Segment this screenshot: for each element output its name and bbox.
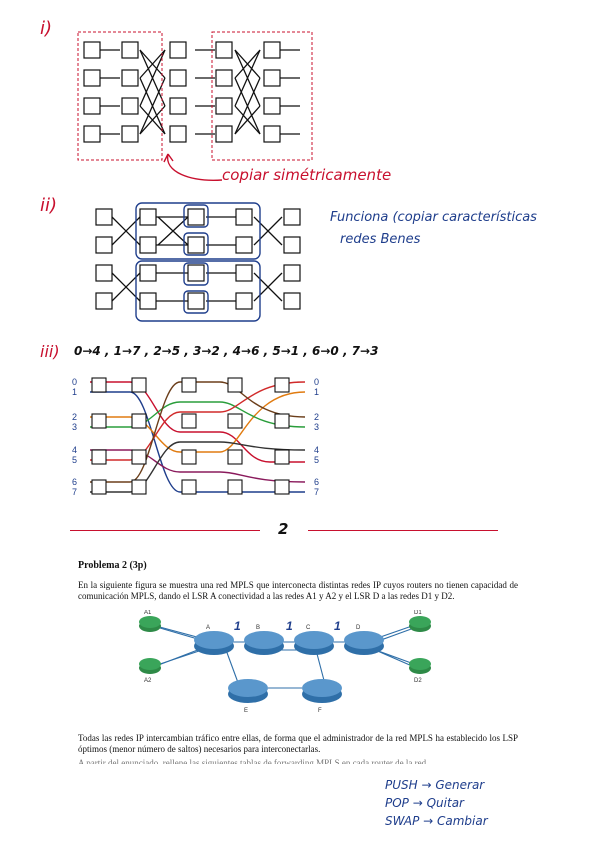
separator-right — [308, 530, 498, 531]
right-label-2: 2 — [314, 412, 319, 422]
legend-push: PUSH → Generar — [385, 778, 485, 792]
left-label-0: 0 — [72, 377, 77, 387]
ip-d1 — [409, 616, 431, 632]
benes-diagram-i — [77, 31, 313, 161]
routing-diagram-iii: 0 1 2 3 4 5 6 7 0 1 2 3 4 5 6 7 — [72, 377, 319, 497]
works-note-2: redes Benes — [340, 232, 421, 247]
ip-a2 — [139, 658, 161, 674]
router-f — [302, 679, 342, 703]
router-e — [228, 679, 268, 703]
node-label-c: C — [306, 625, 311, 631]
permutation-mapping: 0→4 , 1→7 , 2→5 , 3→2 , 4→6 , 5→1 , 6→0 … — [74, 344, 379, 358]
right-label-4: 4 — [314, 445, 319, 455]
right-label-1: 1 — [314, 387, 319, 397]
node-label-d1: D1 — [414, 610, 422, 616]
left-label-1: 1 — [72, 387, 77, 397]
node-label-a2: A2 — [144, 678, 152, 684]
router-c — [294, 631, 334, 655]
router-b — [244, 631, 284, 655]
right-label-5: 5 — [314, 455, 319, 465]
label-i: i) — [40, 18, 53, 39]
node-label-d: D — [356, 625, 361, 631]
label-ii: ii) — [40, 195, 58, 216]
problem-body: Todas las redes IP intercambian tráfico … — [78, 733, 518, 754]
ip-d2 — [409, 658, 431, 674]
right-label-0: 0 — [314, 377, 319, 387]
right-port-labels: 0 1 2 3 4 5 6 7 — [314, 377, 319, 497]
mpls-network-figure: A B C D E F A1 A2 D1 D2 1 1 1 — [139, 610, 431, 714]
node-label-d2: D2 — [414, 678, 422, 684]
ip-a1 — [139, 616, 161, 632]
left-label-7: 7 — [72, 487, 77, 497]
right-label-7: 7 — [314, 487, 319, 497]
legend-pop: POP → Quitar — [385, 796, 464, 810]
left-label-6: 6 — [72, 477, 77, 487]
left-label-2: 2 — [72, 412, 77, 422]
works-note-1: Funciona (copiar características — [330, 210, 537, 225]
router-a — [194, 631, 234, 655]
left-label-3: 3 — [72, 422, 77, 432]
left-label-5: 5 — [72, 455, 77, 465]
hop-mark-2: 1 — [286, 619, 293, 633]
benes-diagram-ii — [95, 202, 301, 322]
node-label-a: A — [206, 625, 210, 631]
left-label-4: 4 — [72, 445, 77, 455]
copy-arrow — [163, 153, 223, 181]
node-label-e: E — [244, 708, 248, 714]
node-label-a1: A1 — [144, 610, 152, 616]
right-label-3: 3 — [314, 422, 319, 432]
problem-title: Problema 2 (3p) — [78, 560, 147, 571]
hop-mark-3: 1 — [334, 619, 341, 633]
problem-cut-line: A partir del enunciado, rellene las sigu… — [78, 758, 429, 764]
right-label-6: 6 — [314, 477, 319, 487]
problem-intro: En la siguiente figura se muestra una re… — [78, 580, 518, 601]
copy-note: copiar simétricamente — [222, 166, 392, 184]
page-number: 2 — [278, 520, 289, 538]
hop-mark-1: 1 — [234, 619, 241, 633]
separator-left — [70, 530, 260, 531]
node-label-f: F — [318, 708, 322, 714]
node-label-b: B — [256, 625, 260, 631]
left-port-labels: 0 1 2 3 4 5 6 7 — [72, 377, 77, 497]
label-iii: iii) — [40, 342, 60, 361]
legend-swap: SWAP → Cambiar — [385, 814, 488, 828]
router-d — [344, 631, 384, 655]
